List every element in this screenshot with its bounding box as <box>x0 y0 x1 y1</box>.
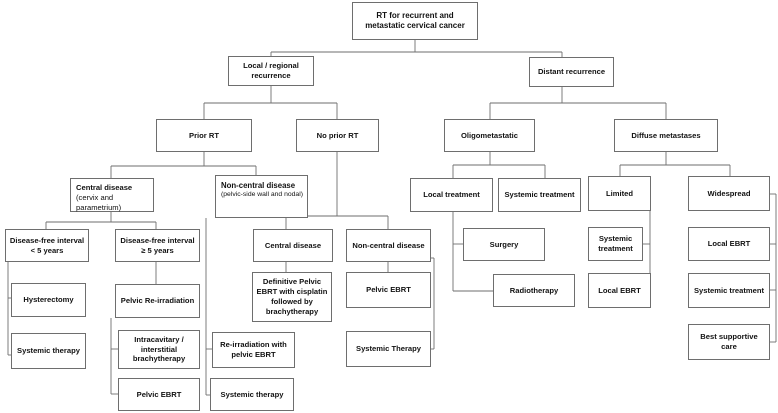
hysterectomy-node: Hysterectomy <box>11 283 86 317</box>
diffuse-metastases-node: Diffuse metastases <box>614 119 718 152</box>
noncentral-disease-note: (pelvic-side wall and nodal) <box>221 191 303 199</box>
root-node: RT for recurrent and metastatic cervical… <box>352 2 478 40</box>
pelvic-ebrt-reirr-node: Pelvic EBRT <box>118 378 200 411</box>
distant-recurrence-node: Distant recurrence <box>529 57 614 87</box>
systemic-therapy-dfi-node: Systemic therapy <box>11 333 86 369</box>
central-disease-noprior-node: Central disease <box>253 229 333 262</box>
local-treatment-node: Local treatment <box>410 178 493 212</box>
noncentral-disease-title: Non-central disease <box>221 181 296 190</box>
central-disease-prior-node: Central disease (cervix and parametrium) <box>70 178 154 212</box>
prior-rt-node: Prior RT <box>156 119 252 152</box>
reirradiation-pelvic-ebrt-node: Re-irradiation with pelvic EBRT <box>212 332 295 368</box>
local-ebrt-wide-node: Local EBRT <box>688 227 770 261</box>
systemic-treatment-limited-node: Systemic treatment <box>588 227 643 261</box>
limited-node: Limited <box>588 176 651 211</box>
central-disease-title: Central disease <box>76 183 133 192</box>
central-disease-note: (cervix and parametrium) <box>76 192 122 212</box>
noncentral-disease-noprior-node: Non-central disease <box>346 229 431 262</box>
dfi-lt5-node: Disease-free interval < 5 years <box>5 229 89 262</box>
definitive-pelvic-ebrt-node: Definitive Pelvic EBRT with cisplatin fo… <box>252 272 332 322</box>
local-ebrt-limited-node: Local EBRT <box>588 273 651 308</box>
pelvic-reirradiation-node: Pelvic Re-irradiation <box>115 284 200 318</box>
surgery-node: Surgery <box>463 228 545 261</box>
noncentral-disease-prior-node: Non-central disease (pelvic-side wall an… <box>215 175 308 218</box>
systemic-treatment-wide-node: Systemic treatment <box>688 273 770 308</box>
pelvic-ebrt-noprior-node: Pelvic EBRT <box>346 272 431 308</box>
dfi-ge5-node: Disease-free interval ≥ 5 years <box>115 229 200 262</box>
radiotherapy-node: Radiotherapy <box>493 274 575 307</box>
best-supportive-care-node: Best supportive care <box>688 324 770 360</box>
systemic-treatment-oligo-node: Systemic treatment <box>498 178 581 212</box>
no-prior-rt-node: No prior RT <box>296 119 379 152</box>
intracavitary-brachytherapy-node: Intracavitary / interstitial brachythera… <box>118 330 200 369</box>
systemic-therapy-noncentral-node: Systemic therapy <box>210 378 294 411</box>
widespread-node: Widespread <box>688 176 770 211</box>
local-regional-recurrence-node: Local / regional recurrence <box>228 56 314 86</box>
oligometastatic-node: Oligometastatic <box>444 119 535 152</box>
systemic-therapy-noprior-node: Systemic Therapy <box>346 331 431 367</box>
